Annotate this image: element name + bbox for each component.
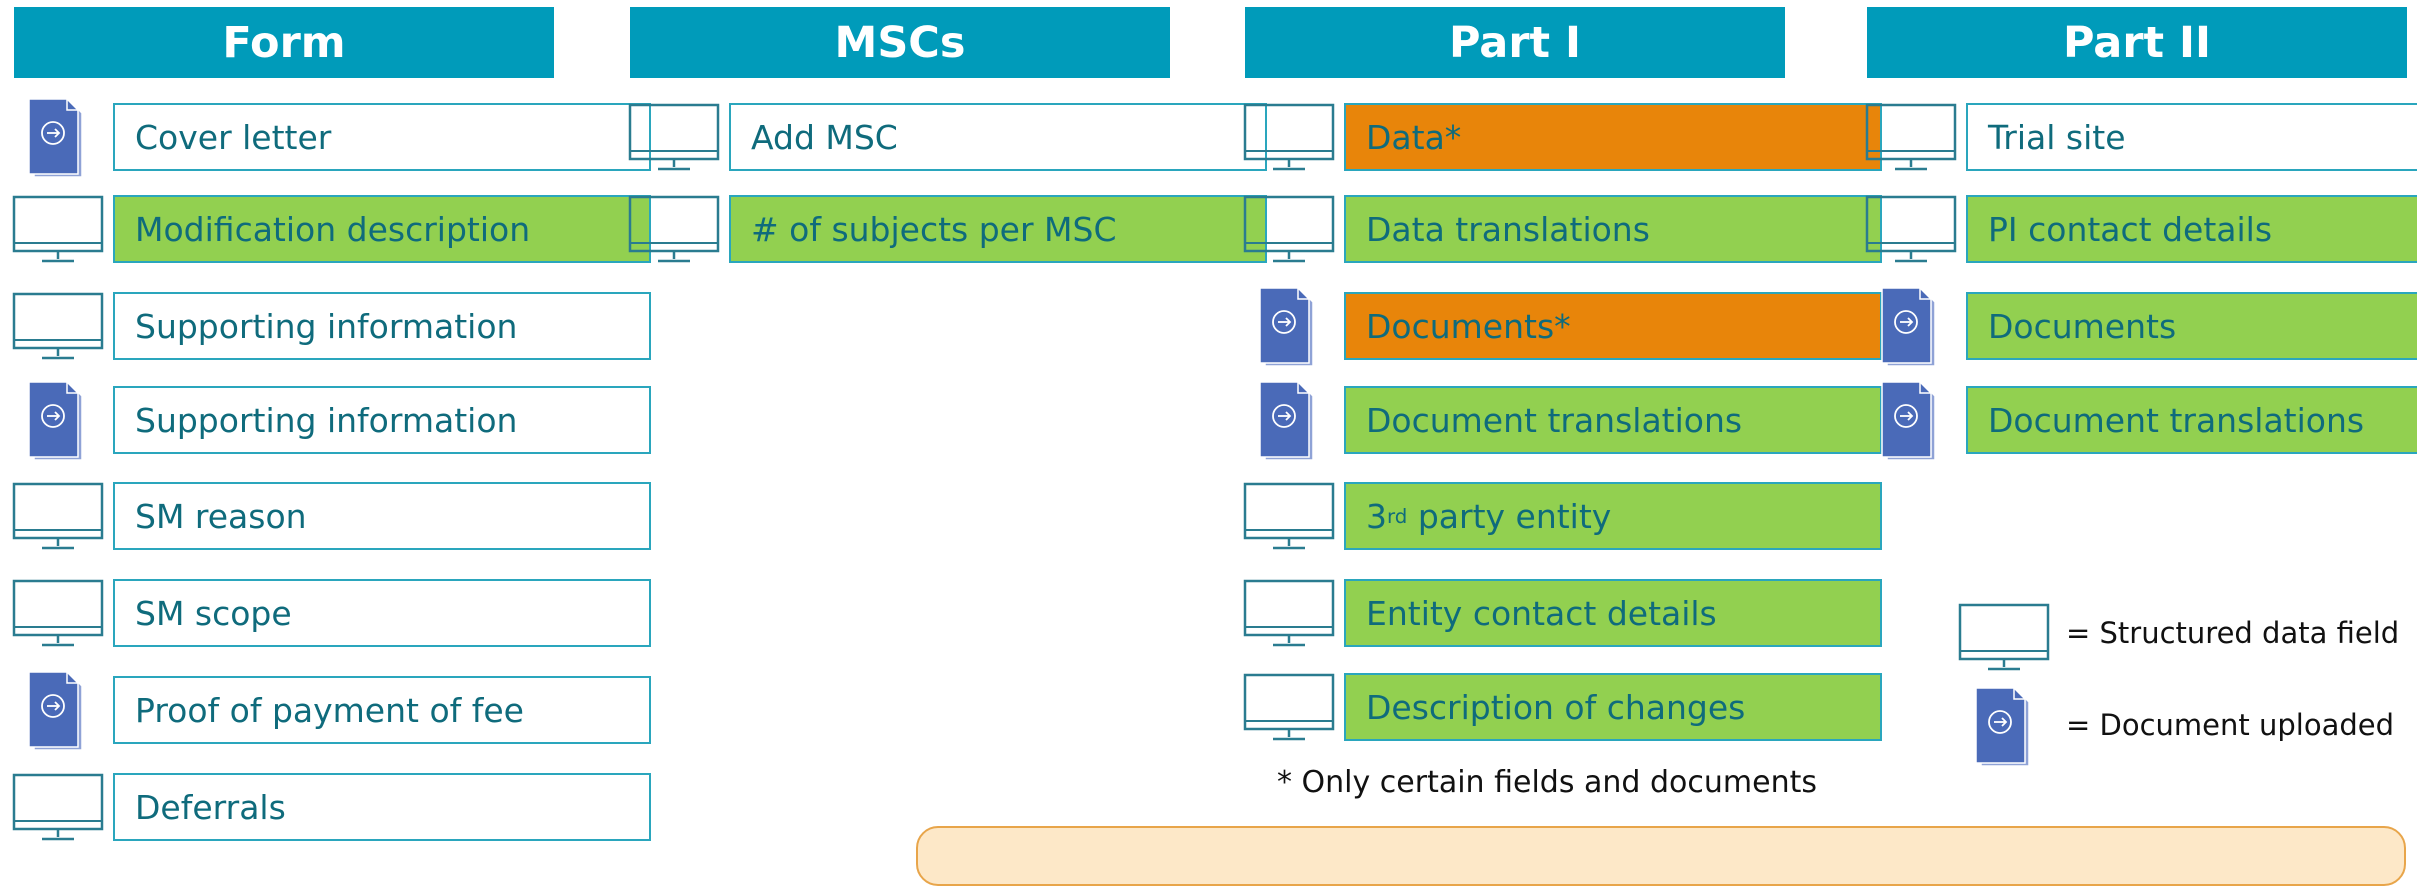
field-box: Supporting information	[113, 292, 651, 360]
field-box: Documents	[1966, 292, 2417, 360]
monitor-icon	[12, 579, 104, 655]
document-icon	[26, 380, 86, 468]
field-row: Documents*	[1245, 287, 1885, 367]
field-box: SM scope	[113, 579, 651, 647]
field-box: Entity contact details	[1344, 579, 1882, 647]
field-box: SM reason	[113, 482, 651, 550]
monitor-icon	[1865, 103, 1957, 179]
field-label: Data translations	[1366, 209, 1650, 249]
field-label: Proof of payment of fee	[135, 690, 524, 730]
monitor-icon	[1243, 482, 1335, 558]
column-header: Part I	[1245, 7, 1785, 78]
document-icon	[1257, 286, 1317, 374]
field-box: Document translations	[1966, 386, 2417, 454]
document-icon	[1879, 286, 1939, 374]
field-row: Documents	[1867, 287, 2417, 367]
monitor-icon	[1243, 195, 1335, 271]
field-label: Add MSC	[751, 117, 898, 157]
field-row: Add MSC	[628, 103, 1270, 175]
field-label: Description of changes	[1366, 687, 1746, 727]
document-icon	[1257, 380, 1317, 468]
field-box: Deferrals	[113, 773, 651, 841]
field-row: PI contact details	[1865, 195, 2417, 267]
field-label-suffix: party entity	[1407, 496, 1612, 536]
field-label-prefix: 3	[1366, 496, 1387, 536]
field-box: # of subjects per MSC	[729, 195, 1267, 263]
legend-monitor-icon	[1958, 603, 2050, 679]
field-label: Supporting information	[135, 306, 518, 346]
field-row: Modification description	[12, 195, 654, 267]
field-row: Trial site	[1865, 103, 2417, 175]
field-row: Document translations	[1245, 381, 1885, 461]
bottom-callout-box	[916, 826, 2406, 886]
monitor-icon	[12, 195, 104, 271]
document-icon	[26, 670, 86, 758]
field-row: Description of changes	[1243, 673, 1885, 745]
field-box: Document translations	[1344, 386, 1882, 454]
field-box: Documents*	[1344, 292, 1882, 360]
field-row: SM scope	[12, 579, 654, 651]
monitor-icon	[12, 292, 104, 368]
monitor-icon	[1865, 195, 1957, 271]
field-label: Deferrals	[135, 787, 286, 827]
field-box: Proof of payment of fee	[113, 676, 651, 744]
field-box: Description of changes	[1344, 673, 1882, 741]
field-label: SM reason	[135, 496, 307, 536]
document-icon	[1879, 380, 1939, 468]
field-box: PI contact details	[1966, 195, 2417, 263]
field-box: Modification description	[113, 195, 651, 263]
column-header: Part II	[1867, 7, 2407, 78]
field-label: SM scope	[135, 593, 292, 633]
field-row: SM reason	[12, 482, 654, 554]
field-row: Data translations	[1243, 195, 1885, 267]
field-box: Trial site	[1966, 103, 2417, 171]
field-row: Document translations	[1867, 381, 2417, 461]
column-header: MSCs	[630, 7, 1170, 78]
field-row: Deferrals	[12, 773, 654, 845]
monitor-icon	[12, 773, 104, 849]
field-box: Data*	[1344, 103, 1882, 171]
field-label: Documents*	[1366, 306, 1571, 346]
field-row: Supporting information	[14, 381, 654, 461]
field-label: Trial site	[1988, 117, 2126, 157]
field-label: PI contact details	[1988, 209, 2273, 249]
field-label-superscript: rd	[1387, 504, 1408, 528]
monitor-icon	[628, 103, 720, 179]
field-box: Add MSC	[729, 103, 1267, 171]
monitor-icon	[12, 482, 104, 558]
field-label: Modification description	[135, 209, 531, 249]
field-row: Entity contact details	[1243, 579, 1885, 651]
field-row: # of subjects per MSC	[628, 195, 1270, 267]
field-label: Entity contact details	[1366, 593, 1717, 633]
field-row: Proof of payment of fee	[14, 671, 654, 751]
field-label: Data*	[1366, 117, 1462, 157]
field-row: Data*	[1243, 103, 1885, 175]
field-label: Document translations	[1366, 400, 1743, 440]
legend-document-label: = Document uploaded	[2066, 708, 2394, 742]
field-label: Supporting information	[135, 400, 518, 440]
field-box: Supporting information	[113, 386, 651, 454]
field-label: Cover letter	[135, 117, 332, 157]
field-label: # of subjects per MSC	[751, 209, 1117, 249]
document-icon	[26, 97, 86, 185]
field-label: Document translations	[1988, 400, 2365, 440]
column-header: Form	[14, 7, 554, 78]
legend-document-icon	[1973, 686, 2033, 774]
monitor-icon	[1243, 579, 1335, 655]
field-row: Cover letter	[14, 98, 654, 178]
footnote: * Only certain fields and documents	[1277, 765, 1817, 800]
legend-structured-label: = Structured data field	[2066, 616, 2400, 650]
field-box: Cover letter	[113, 103, 651, 171]
field-box: Data translations	[1344, 195, 1882, 263]
field-row: Supporting information	[12, 292, 654, 364]
monitor-icon	[1243, 673, 1335, 749]
monitor-icon	[628, 195, 720, 271]
field-label: Documents	[1988, 306, 2177, 346]
monitor-icon	[1243, 103, 1335, 179]
